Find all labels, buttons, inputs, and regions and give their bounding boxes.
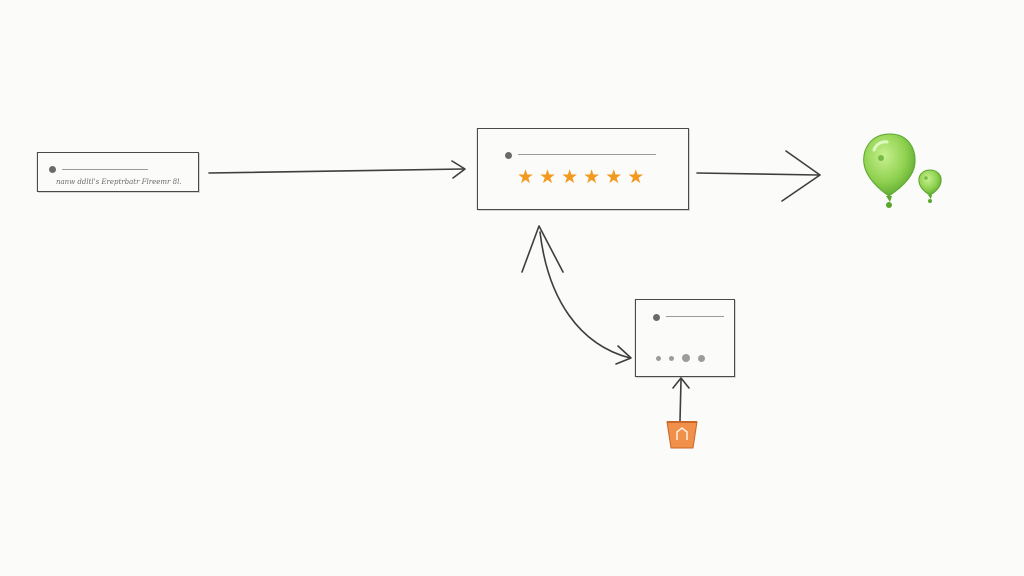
feedback-dots bbox=[656, 354, 705, 362]
input-card: nanw ddltl's Ereptrbatr Flreemr 8l. bbox=[37, 152, 199, 192]
star-icon: ★ bbox=[605, 166, 623, 188]
bucket-icon bbox=[666, 421, 698, 449]
star-icon: ★ bbox=[583, 166, 601, 188]
feedback-card bbox=[635, 299, 735, 377]
star-icon: ★ bbox=[517, 166, 535, 188]
review-card-line bbox=[518, 154, 656, 156]
input-card-line bbox=[62, 169, 148, 171]
arrow-review-to-balloons bbox=[696, 150, 821, 202]
review-card-dot bbox=[505, 152, 512, 159]
feedback-dot bbox=[669, 355, 674, 361]
arrow-input-to-review bbox=[208, 160, 466, 179]
star-icon: ★ bbox=[627, 166, 645, 188]
feedback-card-line bbox=[666, 316, 724, 318]
star-icon: ★ bbox=[539, 166, 557, 188]
feedback-dot bbox=[698, 354, 705, 362]
input-card-dot bbox=[49, 166, 56, 173]
arrow-feedback-to-review bbox=[521, 225, 632, 365]
review-card: ★ ★ ★ ★ ★ ★ bbox=[477, 128, 689, 210]
feedback-dot bbox=[656, 355, 661, 361]
input-card-caption: nanw ddltl's Ereptrbatr Flreemr 8l. bbox=[56, 178, 182, 186]
rating-stars: ★ ★ ★ ★ ★ ★ bbox=[517, 168, 644, 187]
arrow-bucket-to-feedback bbox=[672, 377, 690, 422]
balloon-icon bbox=[863, 133, 942, 208]
star-icon: ★ bbox=[561, 166, 579, 188]
feedback-card-dot bbox=[653, 314, 660, 321]
feedback-dot bbox=[682, 354, 690, 362]
